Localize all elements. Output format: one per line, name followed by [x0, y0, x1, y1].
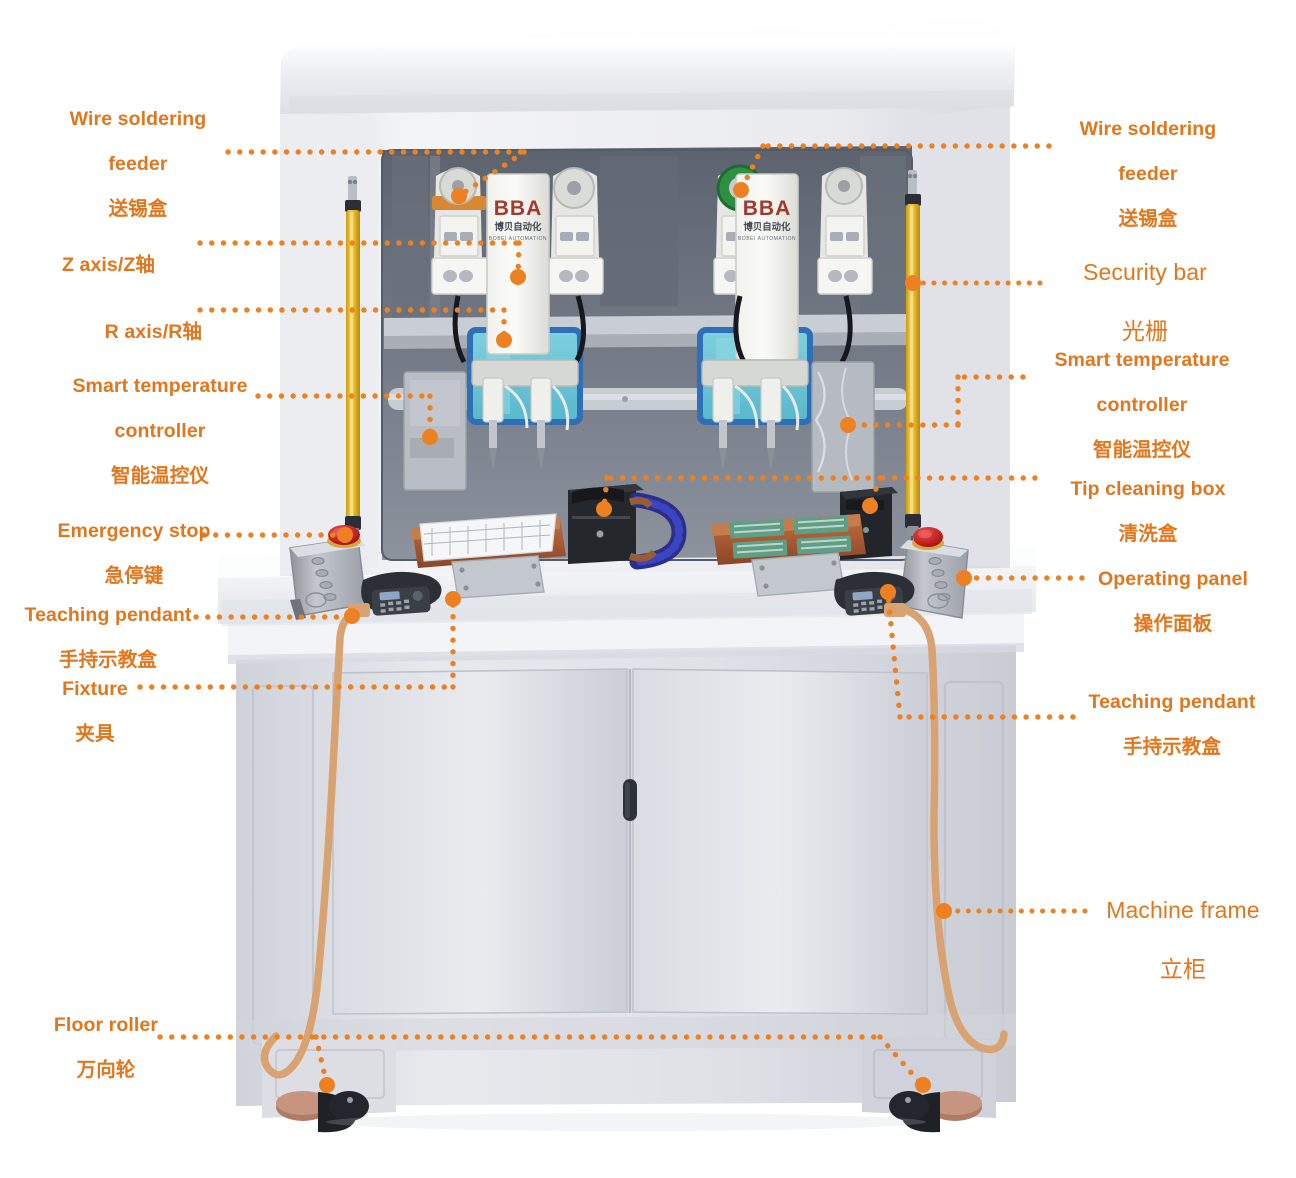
- label-z-axis: Z axis/Z轴: [62, 231, 202, 299]
- label-operating-panel: Operating panel 操作面板: [1087, 545, 1259, 658]
- label-tip-cleaning-box: Tip cleaning box 清洗盒: [1058, 455, 1238, 568]
- svg-text:博贝自动化: 博贝自动化: [495, 221, 543, 233]
- label-cn: 智能温控仪: [1092, 438, 1191, 462]
- label-cn: 光栅: [1121, 318, 1169, 345]
- label-en: Operating panel: [1098, 567, 1248, 590]
- svg-text:博贝自动化: 博贝自动化: [744, 221, 792, 233]
- label-r-axis: R axis/R轴: [58, 298, 202, 366]
- label-floor-roller: Floor roller 万向轮: [44, 991, 168, 1104]
- label-machine-frame: Machine frame 立柜: [1090, 866, 1276, 1015]
- label-en-line1: Smart temperature: [72, 374, 248, 397]
- label-cn: 送锡盒: [1118, 207, 1178, 231]
- label-en: Floor roller: [53, 1013, 159, 1036]
- label-cn: 急停键: [104, 563, 164, 587]
- label-wire-soldering-feeder-left: Wire soldering feeder 送锡盒: [48, 85, 228, 243]
- label-smart-temperature-controller-right: Smart temperature controller 智能温控仪: [1038, 326, 1246, 484]
- label-en-line2: feeder: [108, 152, 168, 175]
- label-en-line2: feeder: [1118, 162, 1178, 185]
- label-teaching-pendant-right: Teaching pendant 手持示教盒: [1080, 668, 1264, 781]
- label-fixture: Fixture 夹具: [48, 655, 142, 768]
- label-cn: 立柜: [1159, 956, 1207, 983]
- label-cn: 手持示教盒: [1122, 734, 1221, 758]
- label-teaching-pendant-left: Teaching pendant 手持示教盒: [22, 581, 194, 694]
- label-en-line1: Wire soldering: [69, 107, 207, 130]
- label-en: Teaching pendant: [1088, 690, 1256, 713]
- svg-text:BOBEI AUTOMATION: BOBEI AUTOMATION: [489, 236, 547, 242]
- label-en-line2: controller: [1096, 393, 1188, 416]
- label-smart-temperature-controller-left: Smart temperature controller 智能温控仪: [62, 352, 258, 510]
- label-cn: 万向轮: [76, 1057, 136, 1081]
- label-emergency-stop: Emergency stop 急停键: [56, 497, 212, 610]
- label-cn: 操作面板: [1133, 611, 1213, 635]
- label-cn: 清洗盒: [1118, 521, 1178, 545]
- svg-text:BBA: BBA: [494, 197, 543, 220]
- label-en: Fixture: [62, 677, 128, 700]
- label-wire-soldering-feeder-right: Wire soldering feeder 送锡盒: [1058, 95, 1238, 253]
- label-en: Tip cleaning box: [1070, 477, 1226, 500]
- label-en-line1: Smart temperature: [1054, 348, 1230, 371]
- svg-text:BOBEI AUTOMATION: BOBEI AUTOMATION: [738, 236, 796, 242]
- label-cn: 智能温控仪: [110, 464, 209, 488]
- svg-text:BBA: BBA: [743, 197, 792, 220]
- label-security-bar: Security bar 光栅: [1050, 228, 1240, 377]
- label-en-line1: Wire soldering: [1079, 117, 1217, 140]
- label-en: Machine frame: [1106, 896, 1260, 923]
- label-en: Z axis/Z轴: [62, 253, 156, 276]
- label-cn: 送锡盒: [108, 197, 168, 221]
- label-en-line2: controller: [114, 419, 206, 442]
- label-cn: 夹具: [75, 721, 115, 745]
- label-en: Teaching pendant: [24, 603, 192, 626]
- label-cn: 手持示教盒: [58, 647, 157, 671]
- label-en: Emergency stop: [57, 519, 211, 542]
- label-en: Security bar: [1083, 258, 1207, 285]
- label-en: R axis/R轴: [104, 320, 202, 343]
